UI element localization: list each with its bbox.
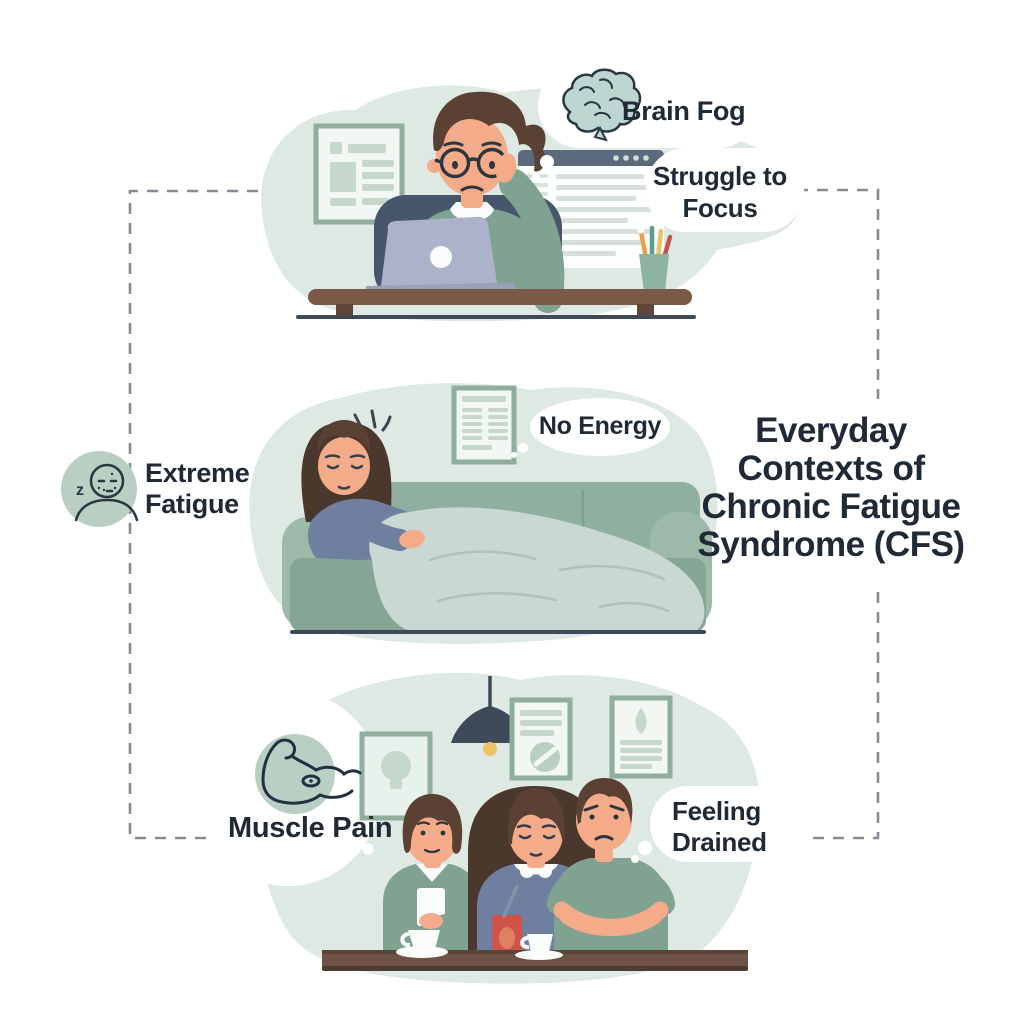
scene-working-at-desk bbox=[261, 85, 802, 322]
teacup-left bbox=[396, 930, 448, 958]
struggle-to-focus-label: Struggle to Focus bbox=[653, 161, 787, 223]
svg-text:z: z bbox=[76, 482, 84, 499]
wall-picture-frame bbox=[313, 123, 405, 225]
flexed-arm-icon bbox=[255, 734, 362, 814]
desk bbox=[296, 289, 696, 319]
connector-left bbox=[128, 189, 258, 840]
thought-bubble-feeling-drained bbox=[631, 786, 808, 863]
blanket bbox=[369, 507, 705, 632]
thought-bubble-no-energy bbox=[511, 398, 670, 458]
pencil-cup bbox=[638, 225, 673, 292]
title-line: Everyday bbox=[755, 411, 907, 450]
scene-resting-on-couch bbox=[249, 383, 718, 644]
brain-fog-label: Brain Fog bbox=[622, 96, 746, 126]
no-energy-label: No Energy bbox=[538, 412, 662, 440]
teacup-right bbox=[515, 934, 563, 960]
floor-line bbox=[290, 630, 706, 634]
extreme-fatigue-label: Extreme Fatigue bbox=[145, 458, 250, 519]
page-title: Everyday Contexts of Chronic Fatigue Syn… bbox=[676, 412, 986, 564]
sleepy-person-icon: z bbox=[61, 451, 139, 527]
title-line: Contexts of bbox=[737, 449, 926, 488]
man-arms-crossed bbox=[547, 778, 675, 957]
text-circle-frame bbox=[509, 697, 573, 781]
thought-bubble-struggle bbox=[637, 148, 804, 234]
connector-right-bottom bbox=[801, 592, 880, 840]
muscle-pain-label: Muscle Pain bbox=[228, 812, 393, 844]
connector-right-top bbox=[797, 188, 880, 399]
leaf-text-frame bbox=[609, 695, 673, 779]
title-line: Chronic Fatigue bbox=[701, 487, 961, 526]
brain-icon bbox=[562, 68, 642, 142]
feeling-drained-label: Feeling Drained bbox=[672, 796, 767, 857]
wall-document-frame bbox=[451, 385, 517, 465]
title-line: Syndrome (CFS) bbox=[697, 525, 965, 564]
person-with-glass bbox=[383, 794, 481, 957]
scene-social-gathering bbox=[194, 672, 760, 984]
red-cup bbox=[492, 915, 522, 960]
